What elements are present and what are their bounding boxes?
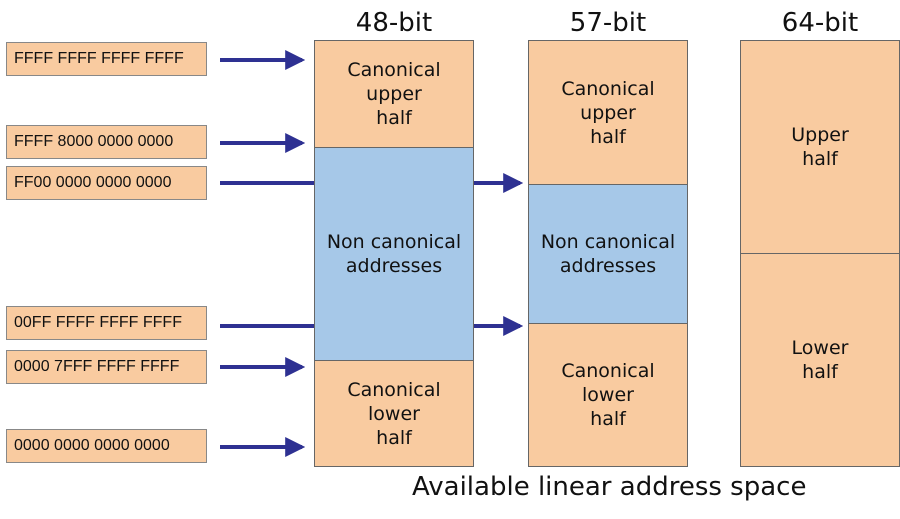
address-label-00ff-ffff-ffff-ffff: 00FF FFFF FFFF FFFF	[6, 306, 207, 340]
footer-caption: Available linear address space	[412, 472, 807, 502]
region-57-canonical-lower: Canonical lower half	[528, 323, 688, 467]
region-57-non-canonical: Non canonical addresses	[528, 184, 688, 324]
region-label: Canonical lower half	[561, 360, 655, 430]
column-title-48-bit: 48-bit	[355, 8, 433, 38]
region-label: Non canonical addresses	[326, 231, 462, 277]
address-label-ffff-8000-0000-0000: FFFF 8000 0000 0000	[6, 125, 207, 159]
region-48-canonical-upper: Canonical upper half	[314, 40, 474, 148]
region-64-upper-half: Upper half	[740, 40, 900, 254]
region-label: Non canonical addresses	[540, 231, 676, 277]
address-label-ff00-0000-0000-0000: FF00 0000 0000 0000	[6, 166, 207, 200]
column-title-57-bit: 57-bit	[569, 8, 647, 38]
region-48-canonical-lower: Canonical lower half	[314, 360, 474, 467]
region-64-lower-half: Lower half	[740, 253, 900, 467]
region-label: Canonical lower half	[347, 378, 441, 449]
region-57-canonical-upper: Canonical upper half	[528, 40, 688, 185]
address-label-0000-7fff-ffff-ffff: 0000 7FFF FFFF FFFF	[6, 350, 207, 384]
region-label: Canonical upper half	[561, 77, 655, 148]
region-48-non-canonical: Non canonical addresses	[314, 147, 474, 361]
region-label: Upper half	[791, 124, 849, 170]
region-label: Canonical upper half	[347, 59, 441, 129]
column-title-64-bit: 64-bit	[781, 8, 859, 38]
region-label: Lower half	[791, 337, 849, 383]
address-label-0000-0000-0000-0000: 0000 0000 0000 0000	[6, 429, 207, 463]
address-label-ffff-ffff-ffff-ffff: FFFF FFFF FFFF FFFF	[6, 42, 207, 76]
